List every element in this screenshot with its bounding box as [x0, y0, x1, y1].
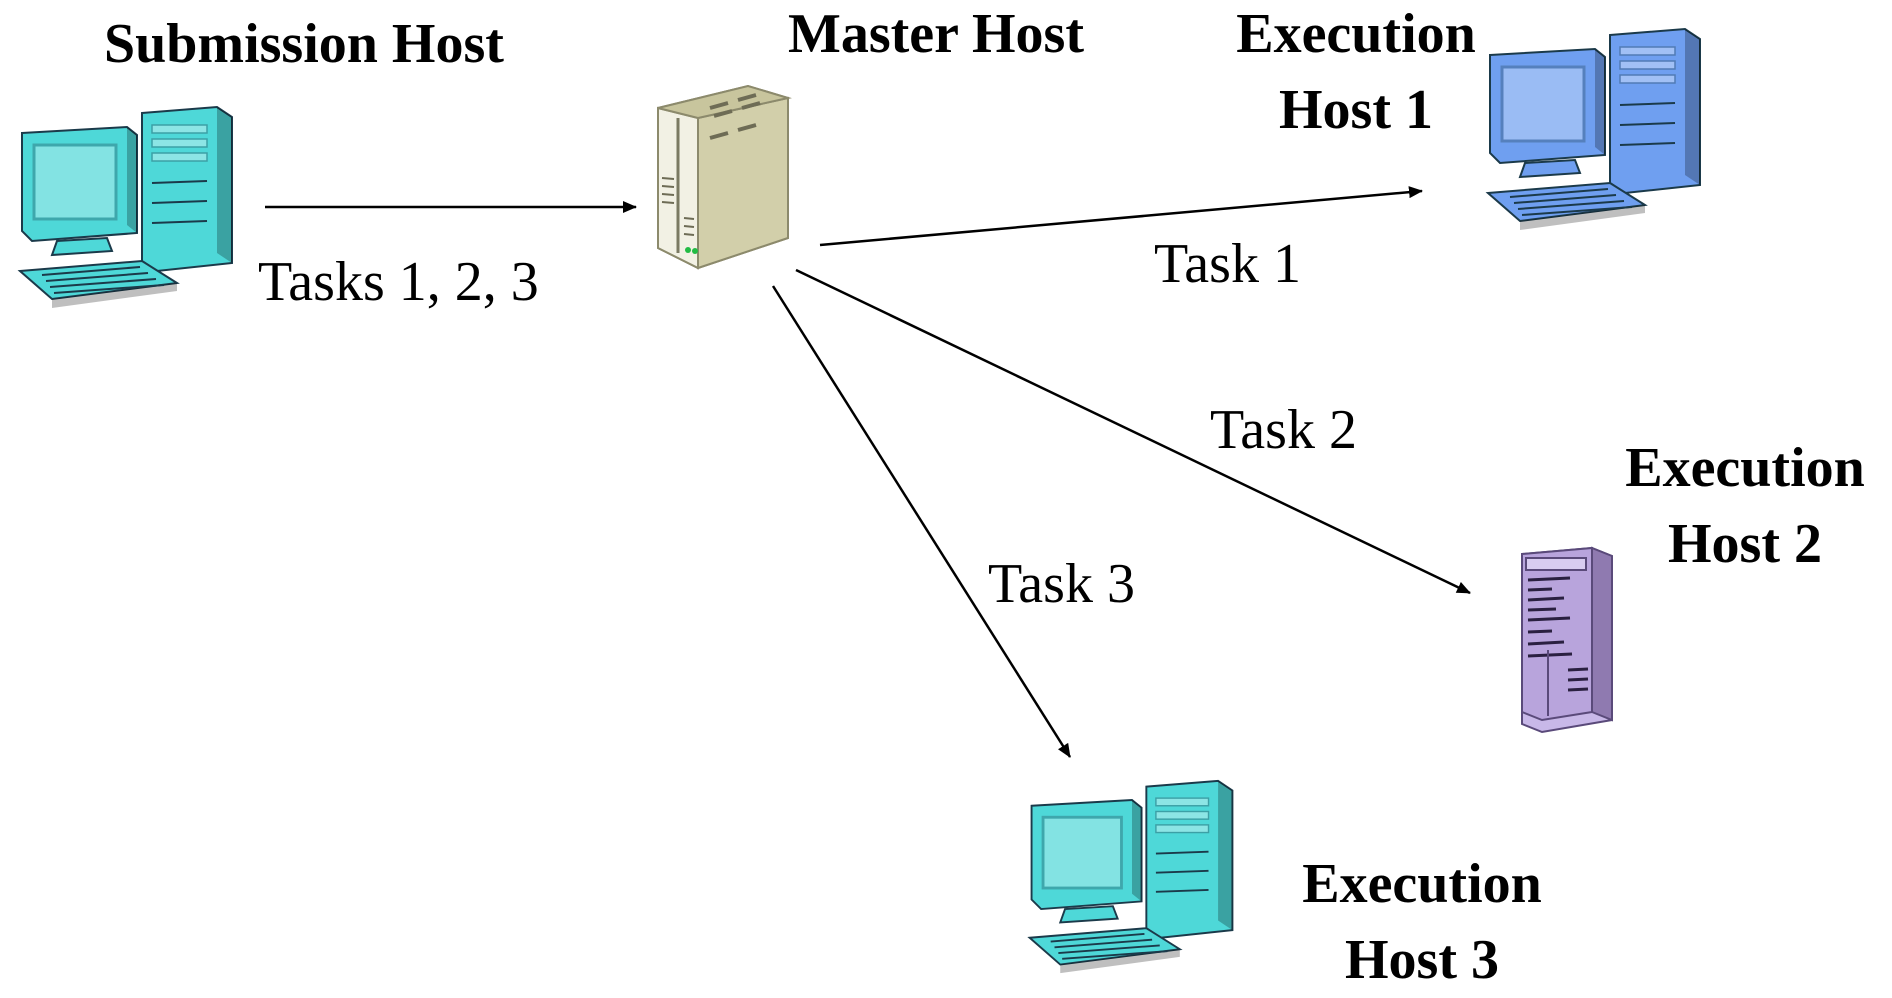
execution-host-1-title-line2: Host 1 — [1279, 79, 1433, 141]
execution-host-1-title-line1: Execution — [1236, 3, 1476, 65]
execution-host-3-title-line1: Execution — [1302, 853, 1542, 915]
execution-host-2-title-line1: Execution — [1625, 437, 1865, 499]
master-host-title: Master Host — [788, 3, 1084, 65]
task2-arrow — [795, 268, 1471, 595]
task2-edge-label: Task 2 — [1210, 399, 1357, 461]
execution-host-3-title: Execution Host 3 — [1282, 846, 1562, 998]
execution-host-1-title: Execution Host 1 — [1216, 0, 1496, 148]
execution-host-3-title-line2: Host 3 — [1345, 929, 1499, 991]
task3-arrow — [771, 285, 1072, 758]
task1-edge-label: Task 1 — [1154, 233, 1301, 295]
master-host-server-icon — [656, 84, 790, 270]
task1-arrow — [819, 186, 1423, 247]
submission-host-title: Submission Host — [104, 13, 504, 75]
submission-host-computer-icon — [18, 105, 234, 310]
execution-host-1-computer-icon — [1486, 27, 1702, 232]
execution-host-2-server-icon — [1520, 546, 1614, 734]
execution-host-2-title: Execution Host 2 — [1600, 430, 1890, 582]
task3-edge-label: Task 3 — [988, 553, 1135, 615]
execution-host-2-title-line2: Host 2 — [1668, 513, 1822, 575]
submit-edge-label: Tasks 1, 2, 3 — [258, 251, 539, 313]
execution-host-3-computer-icon — [1028, 779, 1234, 975]
